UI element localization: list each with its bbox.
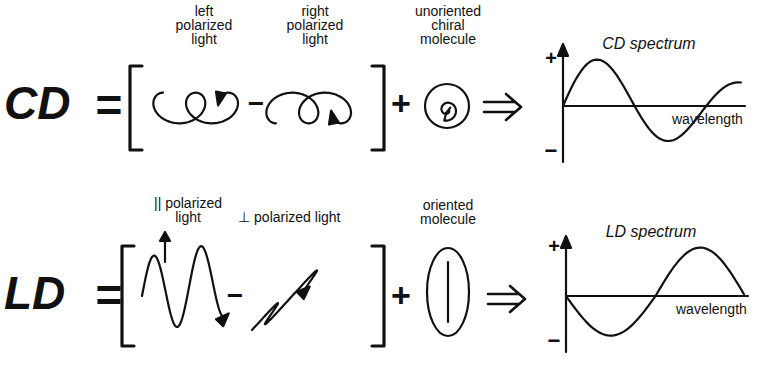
operator: = bbox=[94, 272, 124, 318]
circular-light bbox=[266, 93, 351, 124]
label-wrap: − bbox=[544, 330, 564, 352]
axis-label: wavelength bbox=[672, 112, 752, 126]
chiral-molecule bbox=[425, 84, 469, 128]
light-label: right polarized light bbox=[283, 4, 347, 46]
label-wrap: + bbox=[544, 236, 564, 256]
arrowhead bbox=[561, 236, 571, 248]
label-wrap: + bbox=[541, 48, 561, 68]
label-wrap: LD bbox=[4, 270, 94, 316]
label-wrap: = bbox=[94, 82, 124, 128]
label-wrap: oriented molecule bbox=[414, 198, 482, 226]
chiral-molecule bbox=[441, 103, 456, 121]
arrowhead bbox=[329, 111, 339, 125]
circular-light bbox=[153, 93, 238, 124]
arrowhead bbox=[160, 232, 170, 241]
axis bbox=[566, 240, 748, 352]
arrowhead bbox=[297, 287, 310, 300]
symbol: LD bbox=[4, 270, 94, 316]
operator: − bbox=[247, 90, 265, 118]
label-wrap: ⊥ polarized light bbox=[238, 210, 368, 224]
light-label: ⊥ polarized light bbox=[238, 210, 368, 224]
spectrum-curve bbox=[563, 60, 741, 141]
label-wrap: = bbox=[94, 272, 124, 318]
implies-arrow bbox=[488, 286, 525, 312]
label-wrap: CD bbox=[4, 80, 94, 126]
oriented-molecule bbox=[447, 262, 449, 322]
linear-light bbox=[142, 246, 227, 327]
arrowhead bbox=[216, 313, 229, 326]
bracket bbox=[122, 246, 134, 346]
label-wrap: − bbox=[247, 90, 265, 118]
label-wrap: wavelength bbox=[672, 112, 752, 126]
implies-arrow bbox=[484, 94, 521, 120]
bracket bbox=[130, 66, 142, 150]
operator: + bbox=[389, 278, 413, 312]
axis-sign: − bbox=[541, 140, 561, 162]
arrowhead bbox=[216, 92, 226, 106]
spectrum-curve bbox=[566, 248, 744, 336]
symbol: CD bbox=[4, 80, 94, 126]
oriented-molecule bbox=[427, 248, 469, 336]
label-wrap: + bbox=[389, 86, 413, 120]
spectrum-title: LD spectrum bbox=[596, 224, 706, 240]
operator: − bbox=[226, 282, 244, 310]
label-wrap: left polarized light bbox=[172, 4, 236, 46]
label-wrap: CD spectrum bbox=[594, 36, 704, 52]
operator: = bbox=[94, 82, 124, 128]
spectrum-title: CD spectrum bbox=[594, 36, 704, 52]
axis bbox=[563, 48, 745, 162]
label-wrap: right polarized light bbox=[283, 4, 347, 46]
light-label: left polarized light bbox=[172, 4, 236, 46]
molecule-label: oriented molecule bbox=[414, 198, 482, 226]
axis-sign: + bbox=[544, 236, 564, 256]
label-wrap: − bbox=[541, 140, 561, 162]
label-wrap: wavelength bbox=[676, 302, 756, 316]
linear-light bbox=[252, 270, 317, 330]
axis-sign: − bbox=[544, 330, 564, 352]
axis-label: wavelength bbox=[676, 302, 756, 316]
bracket bbox=[372, 246, 384, 346]
bracket bbox=[372, 66, 384, 150]
molecule-label: unoriented chiral molecule bbox=[412, 4, 484, 46]
label-wrap: − bbox=[226, 282, 244, 310]
light-label: || polarized light bbox=[145, 196, 231, 224]
label-wrap: + bbox=[389, 278, 413, 312]
label-wrap: unoriented chiral molecule bbox=[412, 4, 484, 46]
arrowhead bbox=[558, 44, 568, 56]
operator: + bbox=[389, 86, 413, 120]
label-wrap: LD spectrum bbox=[596, 224, 706, 240]
label-wrap: || polarized light bbox=[145, 196, 231, 224]
axis-sign: + bbox=[541, 48, 561, 68]
